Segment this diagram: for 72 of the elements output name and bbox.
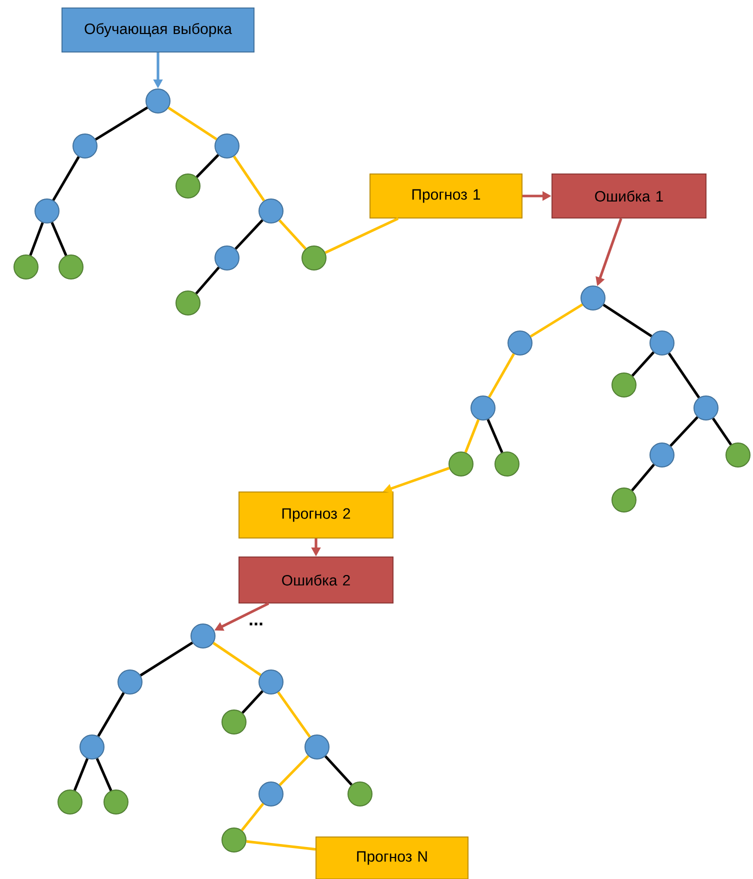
leaf-node	[726, 442, 750, 468]
tree-node	[258, 198, 284, 224]
connector-line	[631, 464, 655, 492]
leaf-node	[176, 174, 200, 198]
leaf-node	[612, 372, 636, 398]
prediction-box: Прогноз 1	[370, 174, 522, 218]
connector-line	[246, 840, 316, 851]
connector-line	[530, 303, 584, 338]
tree-node	[34, 198, 60, 224]
tree-node	[72, 134, 98, 158]
leaf-node	[222, 710, 246, 734]
leaf-node	[348, 782, 372, 806]
leaf-node	[104, 790, 128, 814]
leaf-node	[58, 254, 84, 280]
connector-line	[240, 802, 264, 832]
leaf-node	[494, 452, 520, 476]
connector-line	[168, 106, 218, 140]
tree-node	[190, 624, 216, 648]
prediction-box: Прогноз 2	[238, 492, 394, 538]
connector-line	[73, 758, 89, 791]
connector-line	[278, 219, 307, 250]
connector-line	[195, 266, 220, 294]
leaf-node	[222, 828, 246, 852]
leaf-node	[14, 254, 38, 280]
connector-line	[52, 156, 80, 201]
tree-node	[214, 246, 240, 270]
connector-line	[50, 222, 68, 256]
connector-line	[324, 755, 353, 786]
connector-line	[94, 106, 148, 141]
tree-node	[580, 286, 606, 310]
tree-node	[214, 134, 240, 158]
connector-line	[712, 418, 732, 446]
tree-node	[470, 396, 496, 420]
tree-node	[508, 330, 532, 356]
connector-line	[488, 353, 515, 398]
tree-node	[650, 442, 674, 468]
ellipsis-label: ...	[250, 622, 262, 626]
connector-line	[668, 352, 700, 398]
connector-line	[670, 416, 698, 447]
training-data-box: Обучающая выборка	[62, 8, 254, 52]
connector-line	[212, 642, 262, 676]
connector-line	[232, 156, 266, 202]
leaf-node	[58, 790, 82, 814]
connector-line	[464, 419, 480, 453]
connector-line	[196, 154, 220, 178]
tree-node	[650, 330, 674, 356]
leaf-node	[176, 290, 200, 316]
tree-node	[118, 670, 142, 694]
connector-line	[29, 222, 44, 256]
leaf-node	[448, 452, 474, 476]
error-box: Ошибка 1	[552, 174, 706, 218]
tree-node	[258, 782, 284, 806]
tree-node	[80, 734, 104, 760]
error-box: Ошибка 2	[238, 556, 394, 604]
tree-node	[258, 670, 284, 694]
connector-line	[234, 219, 264, 250]
connector-line	[140, 642, 194, 676]
connector-line	[277, 691, 311, 738]
connector-line	[486, 418, 504, 454]
prediction-box: Прогноз N	[316, 836, 468, 879]
tree-node	[694, 396, 718, 420]
connector-line	[97, 692, 125, 737]
connector-line	[242, 690, 264, 714]
leaf-node	[302, 246, 326, 270]
leaf-node	[612, 488, 636, 512]
connector-line	[631, 351, 655, 377]
connector-line	[278, 755, 310, 786]
connector-line	[96, 758, 112, 792]
tree-node	[146, 88, 170, 114]
connector-line	[324, 217, 399, 254]
connector-line	[602, 304, 652, 338]
tree-node	[304, 734, 330, 760]
